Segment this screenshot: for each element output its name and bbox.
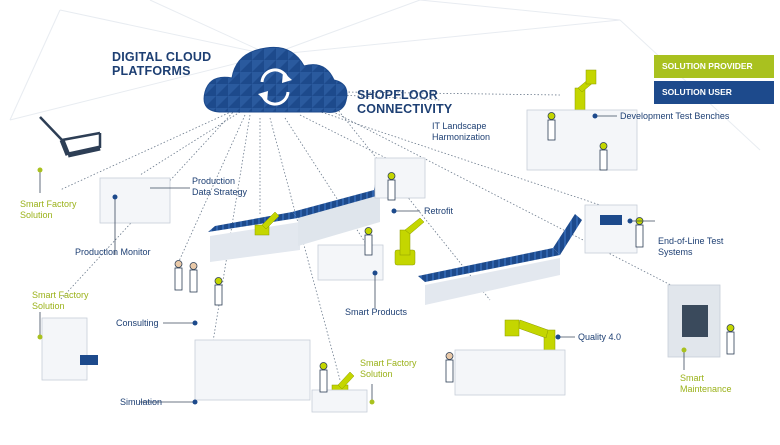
- label-smart-factory-c-line1: Smart Factory: [360, 358, 417, 368]
- legend-solution-provider: SOLUTION PROVIDER: [654, 55, 774, 78]
- label-smart-factory-a-line2: Solution: [20, 210, 53, 220]
- label-production-data-strategy: Production Data Strategy: [192, 176, 247, 198]
- conveyor-long: [418, 214, 582, 305]
- blue-accents: [80, 215, 708, 365]
- sync-icon: [258, 68, 292, 106]
- label-production-data-line2: Data Strategy: [192, 187, 248, 197]
- label-smart-factory-solution-a: Smart Factory Solution: [20, 199, 77, 221]
- leader-lines: [39, 115, 685, 403]
- legend-solution-user: SOLUTION USER: [654, 81, 774, 104]
- label-consulting: Consulting: [116, 318, 159, 328]
- heading-shopfloor-line2: CONNECTIVITY: [357, 102, 453, 116]
- workers: [174, 112, 735, 393]
- label-dev-test-benches: Development Test Benches: [620, 111, 730, 121]
- label-smart-products: Smart Products: [345, 307, 408, 317]
- label-smart-factory-solution-b: Smart Factory Solution: [32, 290, 89, 312]
- label-end-of-line: End-of-Line Test Systems: [658, 236, 723, 258]
- label-smart-factory-a-line1: Smart Factory: [20, 199, 77, 209]
- label-smart-factory-b-line1: Smart Factory: [32, 290, 89, 300]
- label-smart-factory-b-line2: Solution: [32, 301, 65, 311]
- label-smart-factory-solution-c: Smart Factory Solution: [360, 358, 417, 380]
- network-lines: [9, 0, 761, 151]
- label-smart-maint-line2: Maintenance: [680, 384, 732, 394]
- label-it-landscape-line2: Harmonization: [432, 132, 491, 142]
- robot-arm-center: [394, 217, 425, 266]
- label-smart-maintenance: Smart Maintenance: [680, 373, 732, 395]
- heading-shopfloor: SHOPFLOOR CONNECTIVITY: [357, 88, 452, 116]
- label-quality: Quality 4.0: [578, 332, 622, 342]
- robot-arm-left: [254, 211, 280, 236]
- label-smart-maint-line1: Smart: [680, 373, 705, 383]
- heading-digital-cloud-line1: DIGITAL CLOUD: [112, 50, 212, 64]
- leader-dots: [37, 113, 687, 405]
- smart-glasses-icon: [39, 116, 102, 158]
- stations: [41, 109, 721, 413]
- heading-digital-cloud: DIGITAL CLOUD PLATFORMS: [112, 50, 211, 78]
- label-retrofit: Retrofit: [424, 206, 454, 216]
- label-simulation: Simulation: [120, 397, 163, 407]
- heading-shopfloor-line1: SHOPFLOOR: [357, 88, 438, 102]
- robot-arm-devbench: [574, 69, 597, 111]
- heading-digital-cloud-line2: PLATFORMS: [112, 64, 191, 78]
- label-smart-factory-c-line2: Solution: [360, 369, 393, 379]
- label-it-landscape-line1: IT Landscape: [432, 121, 487, 131]
- label-end-of-line-line2: Systems: [658, 247, 693, 257]
- label-production-monitor: Production Monitor: [75, 247, 151, 257]
- cloud-connection-lines: [59, 91, 701, 381]
- label-production-data-line1: Production: [192, 176, 236, 186]
- digital-cloud: [203, 46, 348, 113]
- label-it-landscape: IT Landscape Harmonization: [432, 121, 490, 143]
- label-end-of-line-line1: End-of-Line Test: [658, 236, 724, 246]
